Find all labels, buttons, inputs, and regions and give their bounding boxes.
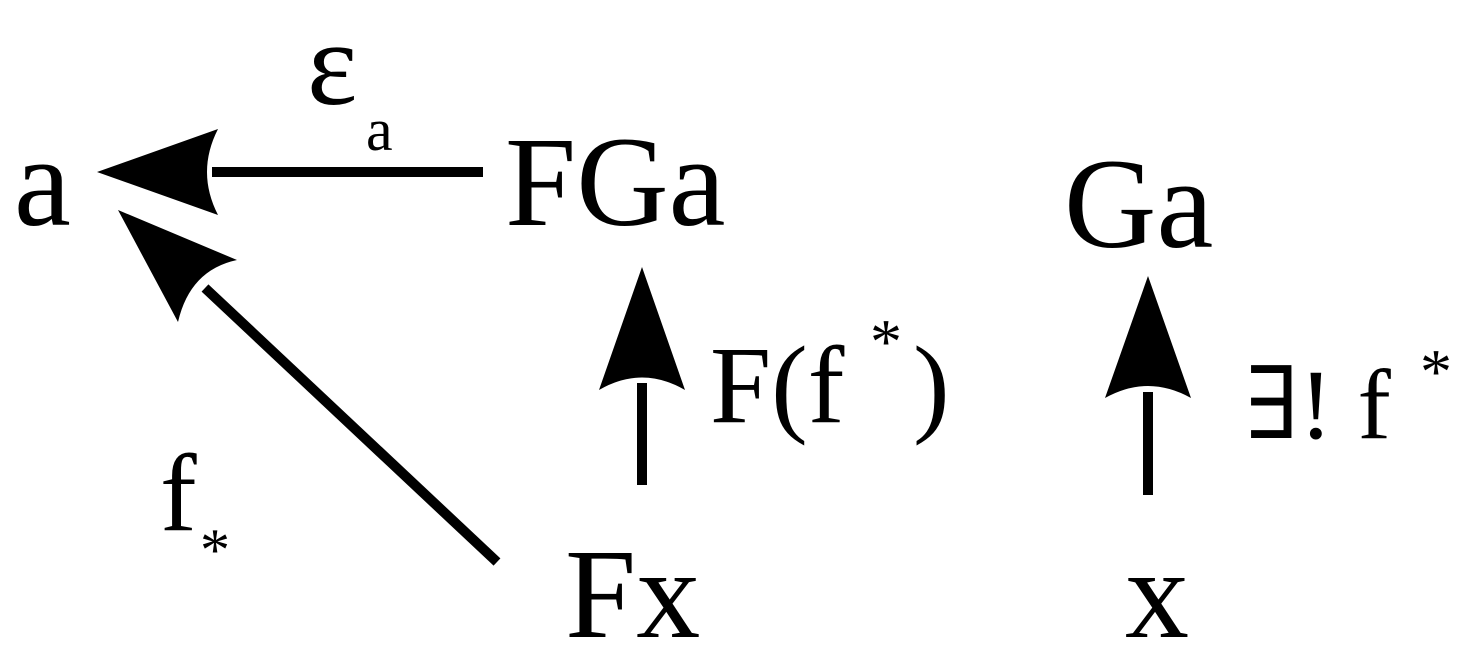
node-FGa: FGa: [505, 111, 726, 253]
label-F-f-suffix: ): [913, 324, 950, 446]
node-x: x: [1125, 523, 1189, 665]
arrow-f-lower-star: [118, 210, 501, 566]
node-a: a: [14, 111, 71, 253]
label-F-f-superscript: *: [870, 306, 902, 377]
label-epsilon: ε: [307, 0, 358, 130]
label-epsilon-subscript: a: [366, 97, 393, 163]
arrow-exists-unique: [1105, 276, 1191, 495]
label-exists-unique: ∃! f: [1245, 349, 1391, 460]
node-Ga: Ga: [1064, 133, 1214, 275]
label-exists-unique-superscript: *: [1420, 336, 1452, 407]
label-f-lower: f: [160, 432, 197, 554]
arrow-F-f-upper-star: [599, 267, 685, 485]
node-Fx: Fx: [565, 523, 701, 665]
arrow-epsilon: [97, 129, 483, 215]
label-F-f-prefix: F(f: [710, 324, 845, 446]
label-f-lower-subscript: *: [200, 517, 230, 583]
